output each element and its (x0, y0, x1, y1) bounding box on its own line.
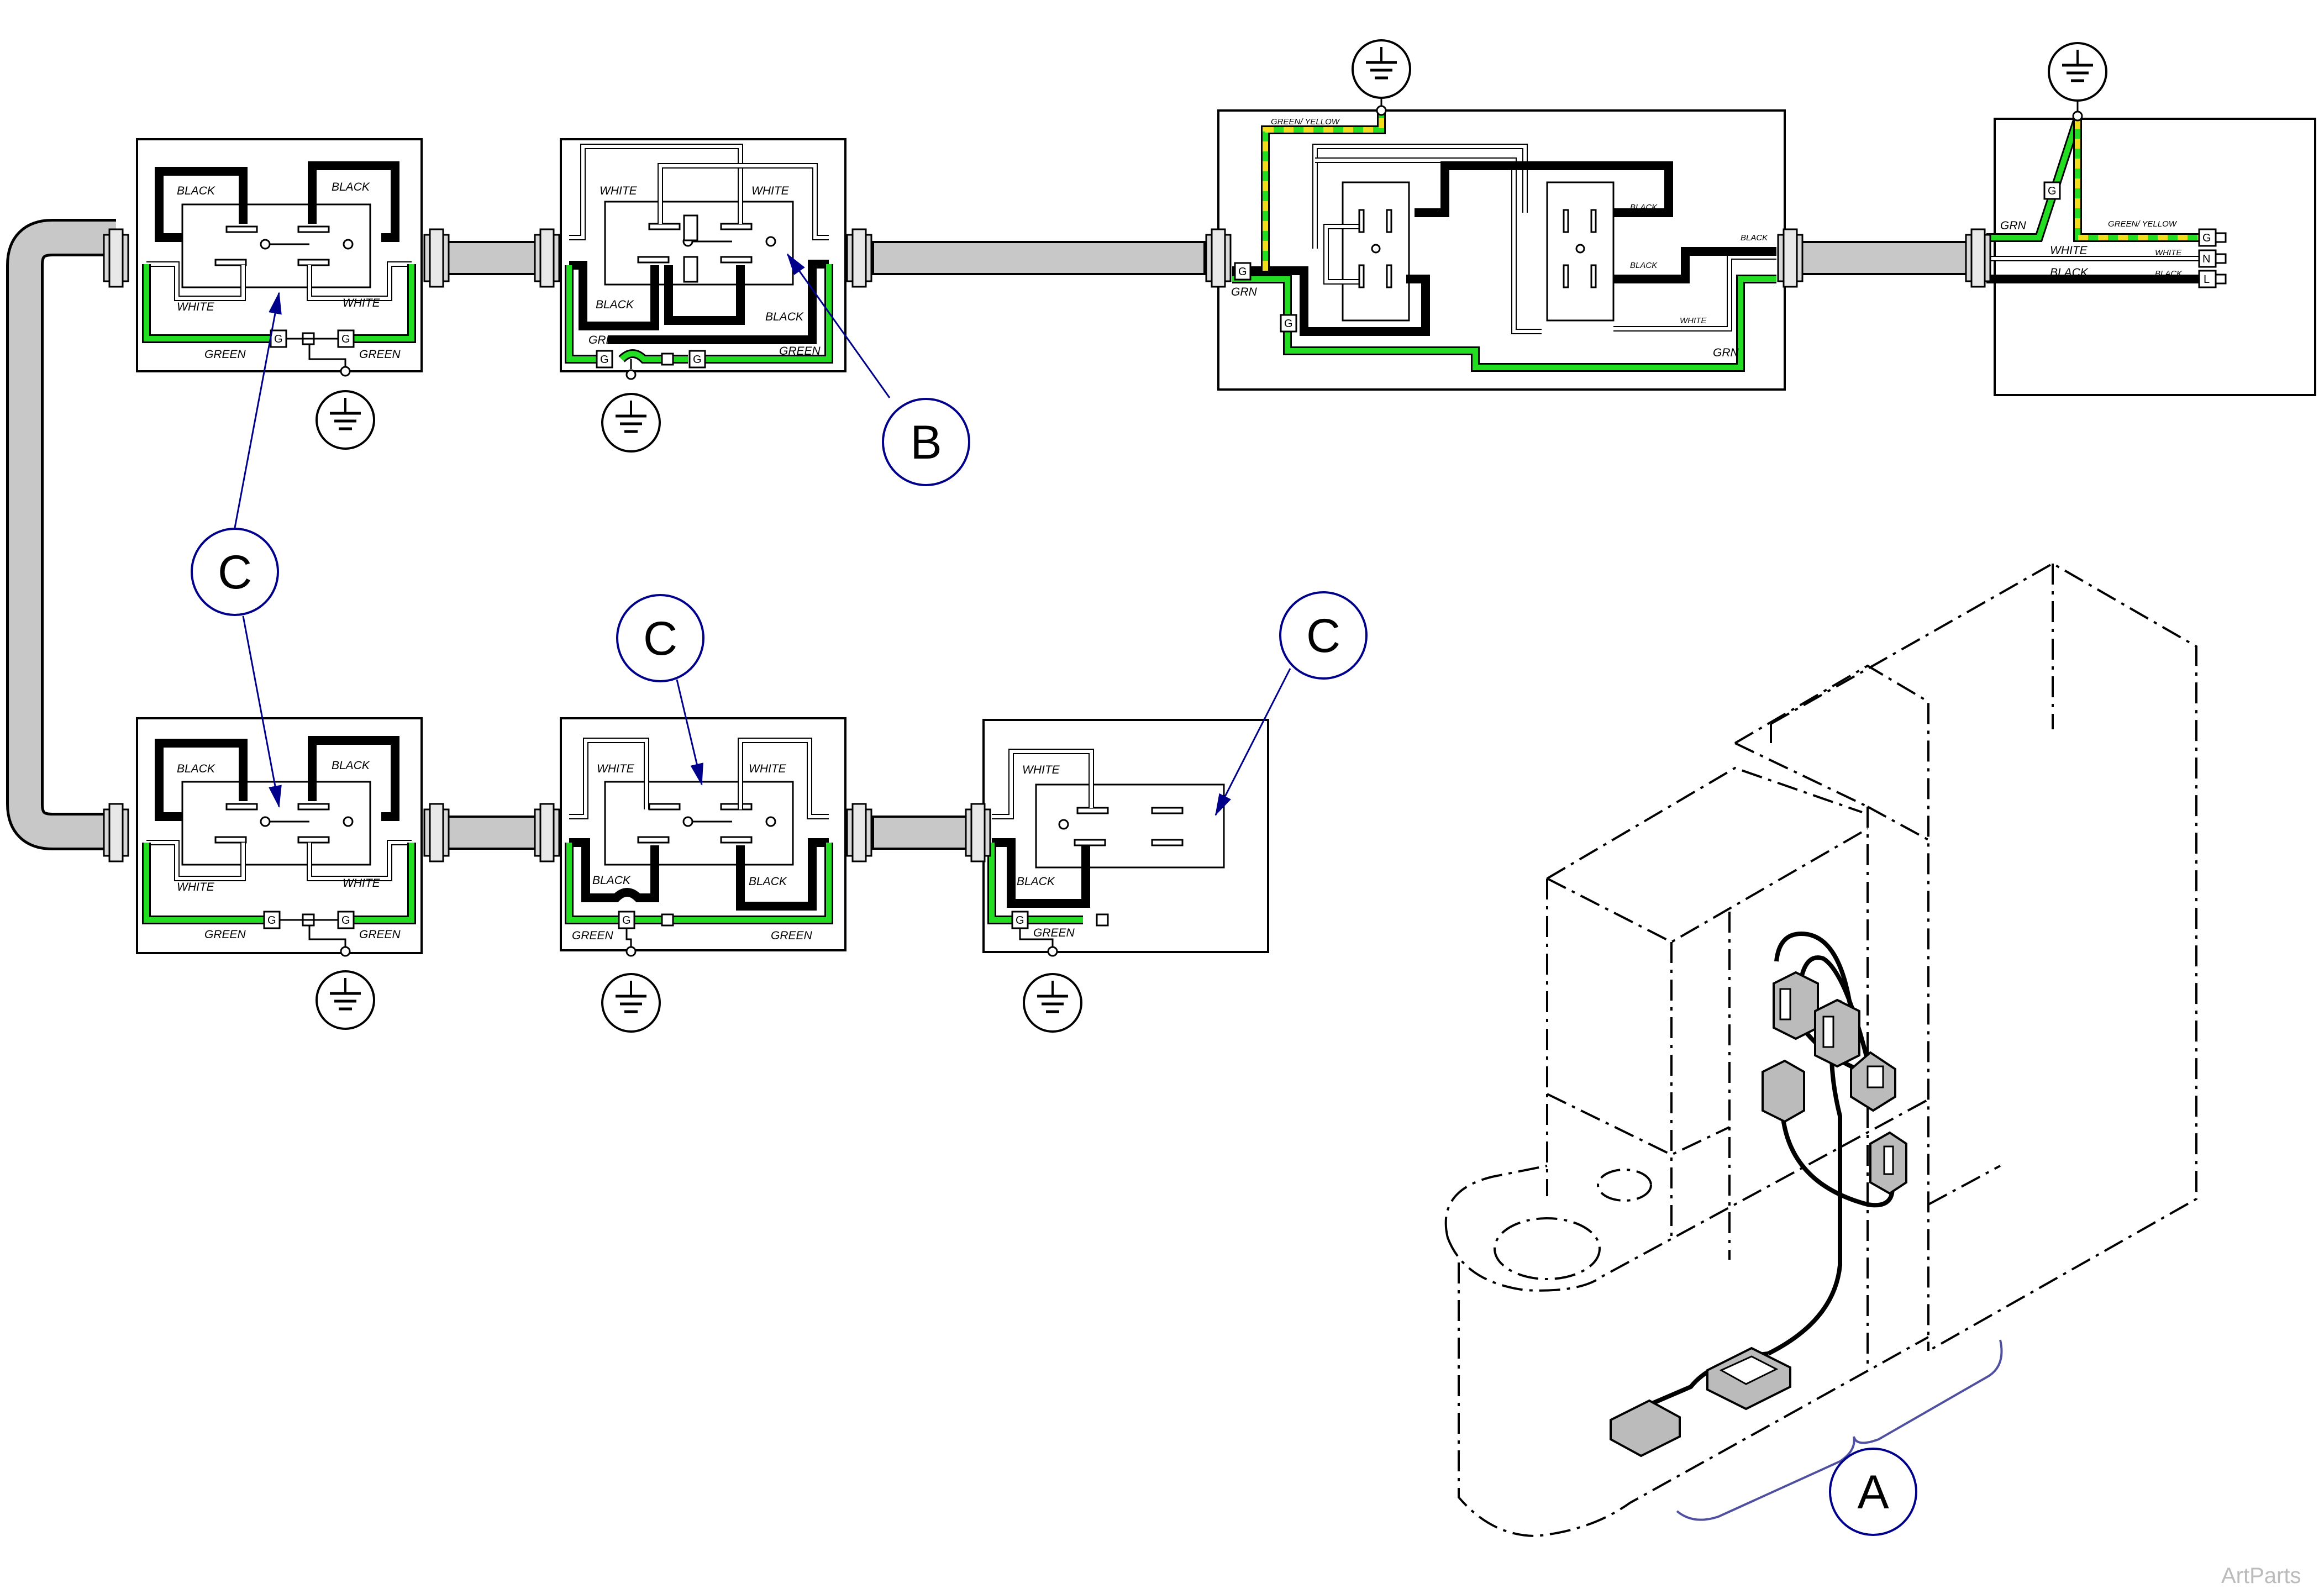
wire-label-black: BLACK (2050, 266, 2089, 279)
wire-label-white: WHITE (1022, 764, 1060, 776)
callout-c-label: C (1306, 609, 1340, 662)
callout-b-label: B (910, 416, 942, 469)
callout-a-label: A (1857, 1466, 1889, 1519)
callout-c-right: C (1214, 591, 1368, 816)
wire-label-black: BLACK (1017, 875, 1055, 888)
wire-label-black: BLACK (765, 311, 804, 323)
ground-terminal-label: G (600, 354, 609, 366)
callout-c-label: C (218, 546, 252, 599)
wire-label-black: BLACK (177, 762, 215, 775)
wire-label-green: GREEN (204, 928, 246, 941)
ground-terminal-label: G (341, 333, 350, 345)
wire-label-white: WHITE (343, 297, 381, 309)
wire-label-black: BLACK (177, 185, 215, 197)
callout-c-left: C (191, 292, 282, 808)
wire-label-white: WHITE (2050, 244, 2088, 257)
power-supply-box: G G N L GRN GREEN/ YELLOW WHITE WHITE BL… (1965, 97, 2316, 396)
wire-label-white: WHITE (600, 185, 638, 197)
wire-label-grn: GRN (2000, 219, 2027, 232)
switch-box-top-1: G G BLACK BLACK WHITE WHITE GREEN GREEN (103, 138, 450, 377)
wire-label-green: GREEN (779, 345, 821, 357)
wire-label-green: GREEN (771, 929, 813, 942)
wire-label-grn: GRN (1713, 346, 1739, 359)
switch-box-top-3: G G GREEN/ YELLOW GRN GRN BLACK BLACK BL… (1205, 91, 1804, 391)
wire-label-green: GREEN (359, 348, 401, 361)
harness-switch-box (1773, 971, 1819, 1040)
callout-c-middle: C (616, 594, 704, 786)
neutral-terminal-label: N (2202, 253, 2210, 265)
ground-terminal-label: G (693, 354, 702, 366)
line-terminal-label: L (2204, 273, 2210, 286)
wire-label-black: BLACK (596, 298, 634, 311)
harness-switch-box (1762, 1059, 1805, 1123)
wire-label-white: WHITE (751, 185, 790, 197)
wire-label-green-yellow: GREEN/ YELLOW (1271, 117, 1340, 127)
wire-label-black: BLACK (1741, 233, 1768, 243)
wire-harness (1610, 931, 1907, 1458)
wire-label-green-yellow: GREEN/ YELLOW (2108, 219, 2178, 229)
wire-label-white: WHITE (343, 877, 381, 890)
wire-label-black: BLACK (749, 875, 787, 888)
ground-terminal-label: G (2048, 185, 2057, 197)
harness-plug-box (1610, 1399, 1681, 1458)
switch-box-bottom-3: G WHITE BLACK GREEN (965, 719, 1269, 957)
callout-a: A (1829, 1448, 1917, 1536)
ground-terminal-label: G (622, 914, 631, 927)
switch-box-bottom-2: G WHITE WHITE BLACK BLACK GREEN GREEN (534, 717, 872, 957)
callout-b: B (786, 253, 970, 486)
wire-label-green: GREEN (1033, 927, 1075, 939)
ground-terminal-label: G (341, 914, 350, 927)
wire-label-green: GREEN (204, 348, 246, 361)
wire-label-black: BLACK (332, 181, 370, 193)
bracket-a (1676, 1339, 2003, 1521)
wire-label-green: GREEN (359, 928, 401, 941)
ground-terminal-label: G (1238, 266, 1247, 278)
switch-box-bottom-1: G G BLACK BLACK WHITE WHITE GREEN GREEN (103, 717, 450, 957)
wire-label-black: BLACK (2155, 269, 2183, 278)
wire-label-white: WHITE (1680, 316, 1707, 325)
ground-terminal-label: G (274, 333, 283, 345)
switch-box-top-2: G G WHITE WHITE BLACK BLACK GREEN GREEN (534, 138, 872, 380)
harness-switch-box (1850, 1051, 1896, 1112)
ground-terminal-label: G (267, 914, 276, 927)
harness-switch-box (1869, 1131, 1907, 1195)
callout-c-label: C (643, 612, 677, 665)
ground-terminal-label: G (1284, 318, 1293, 330)
wire-label-grn: GRN (1231, 286, 1258, 298)
wire-label-white: WHITE (749, 762, 787, 775)
ground-terminal-label: G (1016, 914, 1024, 927)
harness-junction-box (1706, 1346, 1791, 1411)
ground-terminal-label: G (2202, 232, 2211, 244)
wire-label-black: BLACK (592, 874, 631, 887)
wire-label-white: WHITE (177, 881, 215, 893)
wire-label-black: BLACK (1630, 261, 1658, 270)
harness-switch-box (1814, 998, 1860, 1068)
wire-label-green: GREEN (588, 334, 630, 346)
wire-label-white: WHITE (177, 301, 215, 313)
watermark-text: ArtParts (2221, 1564, 2301, 1588)
wire-label-black: BLACK (1630, 203, 1658, 212)
wire-label-green: GREEN (572, 929, 614, 942)
wire-label-white: WHITE (597, 762, 635, 775)
wire-label-black: BLACK (332, 759, 370, 772)
wire-label-white: WHITE (2155, 248, 2182, 257)
